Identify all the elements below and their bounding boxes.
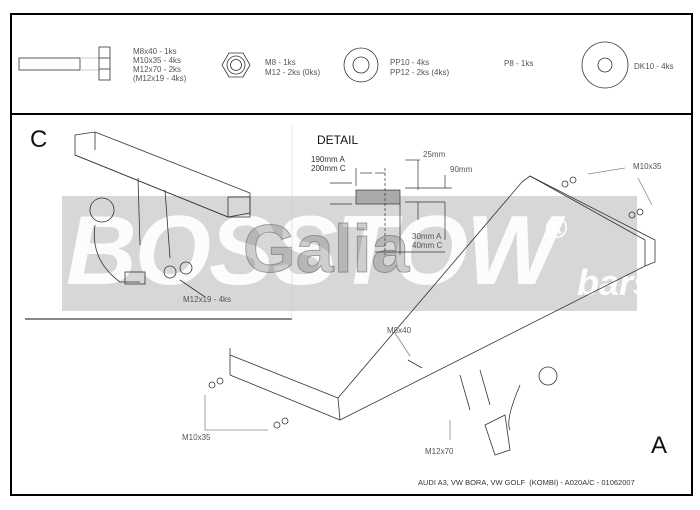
watermark-band <box>62 196 637 311</box>
spring-washer-spec-1: PP10 - 4ks <box>390 58 430 67</box>
detail-offset-a: 30mm A <box>412 232 442 241</box>
nut-spec-2: M12 - 2ks (0ks) <box>265 68 321 77</box>
plate-spec: P8 - 1ks <box>504 59 534 68</box>
watermark-registered: ® <box>545 212 568 245</box>
drawing-caption: AUDI A3, VW BORA, VW GOLF (KOMBI) - A020… <box>418 478 635 487</box>
detail-width-c: 200mm C <box>311 164 346 173</box>
detail-dim-top: 25mm <box>423 150 446 159</box>
assembly-drawing-panel <box>10 113 693 496</box>
watermark-sub: bars <box>577 262 654 303</box>
callout-right-bolts: M10x35 <box>633 162 662 171</box>
variant-c-drawing <box>74 131 251 298</box>
watermark-overlay: Galia <box>242 211 410 288</box>
hex-nut-icon <box>221 52 251 78</box>
bolt-spec-4: (M12x19 - 4ks) <box>133 74 187 83</box>
callout-left-bolts: M10x35 <box>182 433 211 442</box>
detail-dim-height: 90mm <box>450 165 473 174</box>
variant-a-label: A <box>651 432 668 459</box>
nut-spec-1: M8 - 1ks <box>265 58 296 67</box>
variant-c-callout: M12x19 - 4ks <box>183 295 232 304</box>
detail-width-a: 190mm A <box>311 155 345 164</box>
variant-c-label: C <box>30 126 48 153</box>
bolt-spec-3: M12x70 - 2ks <box>133 65 182 74</box>
bolt-icon <box>18 46 111 81</box>
bolt-spec-2: M10x35 - 4ks <box>133 56 182 65</box>
watermark-brand: BOSSTOW <box>66 195 559 305</box>
spring-washer-icon <box>343 47 379 83</box>
detail-offset-c: 40mm C <box>412 241 443 250</box>
spring-washer-spec-2: PP12 - 2ks (4ks) <box>390 68 450 77</box>
bolt-spec-1: M8x40 - 1ks <box>133 47 177 56</box>
detail-drawing <box>330 159 452 255</box>
detail-title: DETAIL <box>317 133 359 147</box>
flat-washer-icon <box>581 41 629 89</box>
flat-washer-spec: DK10 - 4ks <box>634 62 674 71</box>
variant-a-drawing <box>204 167 656 456</box>
callout-center-bolt: M8x40 <box>387 326 412 335</box>
callout-hitch-bolts: M12x70 <box>425 447 454 456</box>
